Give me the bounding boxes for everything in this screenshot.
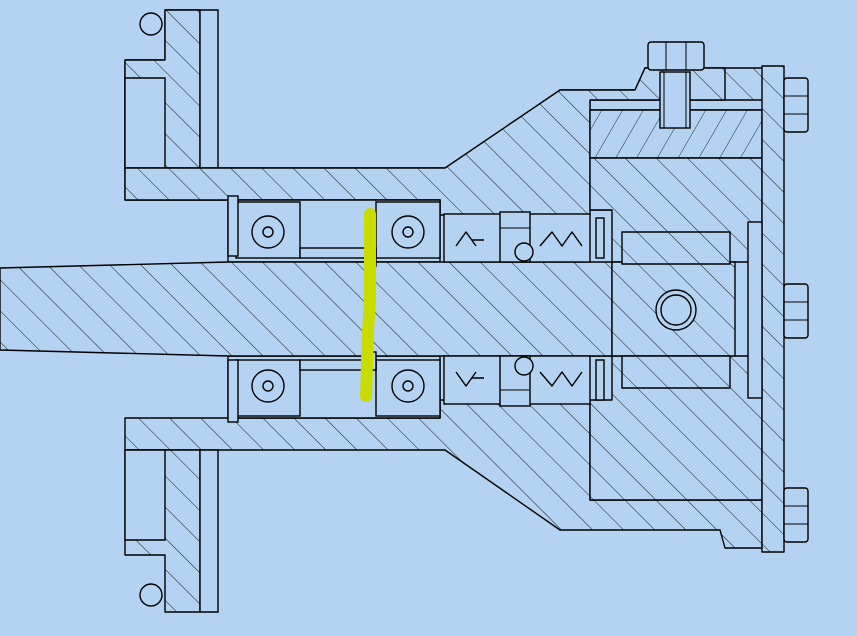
bearing-right-upper <box>375 201 441 259</box>
oring-top <box>139 12 163 36</box>
coupling <box>621 231 731 389</box>
highlight-marker-stroke <box>360 208 376 402</box>
oring-bottom <box>139 583 163 607</box>
bearing-left-lower <box>227 359 301 423</box>
bearing-right-lower <box>375 359 441 417</box>
bolt-head-top <box>783 77 809 133</box>
end-cover-plate <box>747 65 785 553</box>
cross-pin-inner <box>660 294 692 326</box>
top-screw <box>647 41 705 129</box>
seal-lower <box>443 355 605 407</box>
bolt-head-middle <box>783 283 809 339</box>
seal-upper <box>443 211 605 263</box>
bolt-head-bottom <box>783 487 809 543</box>
bearing-left-upper <box>227 195 301 259</box>
cover-bolts <box>783 77 809 543</box>
